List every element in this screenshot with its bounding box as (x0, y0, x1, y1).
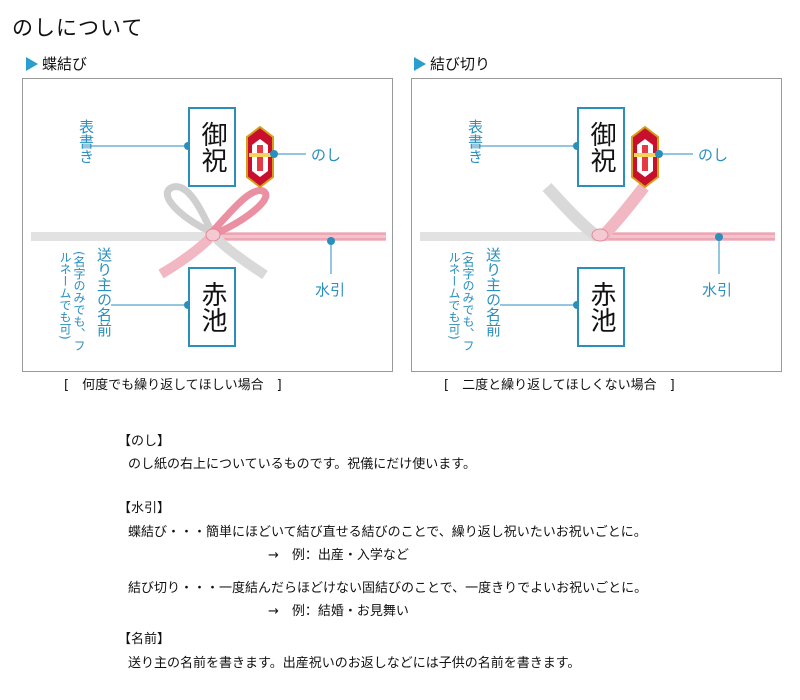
bow-loop-red (207, 187, 270, 237)
omotegaki-box: 御祝 (577, 107, 625, 187)
namae-description: 送り主の名前を書きます。出産祝いのお返しなどには子供の名前を書きます。 (128, 656, 581, 671)
kiri-example: → 例：結婚・お見舞い (268, 604, 409, 619)
triangle-bullet-icon (26, 56, 38, 71)
chou-example: → 例：出産・入学など (268, 548, 409, 563)
triangle-bullet-icon (414, 56, 426, 71)
omotegaki-label: 表書き (77, 119, 95, 164)
mizuhiki-label: 水引 (702, 281, 733, 299)
mizuhiki-white-band (31, 232, 206, 241)
caption-chou: [ 何度でも繰り返してほしい場合 ] (64, 378, 282, 393)
noshi-description: のし紙の右上についているものです。祝儀にだけ使います。 (128, 457, 477, 472)
noshi-illustration-chou (31, 125, 386, 309)
noshi-card-chou: 御祝 赤池 表書き のし 水引 送り主の名前 (名字のみでも、フルネームでも可) (22, 78, 393, 372)
section-heading-chou: 蝶結び (26, 53, 87, 74)
mizuhiki-heading: 【水引】 (118, 501, 171, 516)
noshi-ornament-icon (246, 125, 274, 189)
section-heading-kiri: 結び切り (414, 53, 490, 74)
sender-name-label: 送り主の名前 (484, 247, 502, 337)
noshi-label: のし (698, 146, 729, 164)
mizuhiki-white-band (420, 232, 600, 241)
chou-description: 蝶結び・・・簡単にほどいて結び直せる結びのことで、繰り返し祝いたいお祝いごとに。 (128, 525, 647, 540)
noshi-card-kiri: 御祝 赤池 表書き のし 水引 送り主の名前 (名字のみでも、フルネームでも可) (411, 78, 782, 372)
heading-kiri-label: 結び切り (430, 55, 491, 73)
omotegaki-box: 御祝 (188, 107, 236, 187)
sender-name-note: (名字のみでも、フルネームでも可) (447, 251, 475, 352)
knot-tail-red (597, 183, 649, 242)
noshi-illustration-kiri (420, 125, 775, 309)
name-box: 赤池 (577, 267, 625, 347)
noshi-ornament-icon (631, 125, 659, 189)
bow-loop-white (163, 183, 217, 235)
kiri-description: 結び切り・・・一度結んだらほどけない固結びのことで、一度きりでよいお祝いごとに。 (128, 581, 648, 596)
namae-heading: 【名前】 (118, 632, 171, 647)
sender-name-label: 送り主の名前 (95, 247, 113, 337)
heading-chou-label: 蝶結び (42, 55, 88, 73)
page-title: のしについて (12, 16, 144, 40)
bow-tail-white (213, 235, 268, 280)
mizuhiki-red-band (600, 232, 775, 241)
knot-tail-white (542, 182, 602, 242)
noshi-heading: 【のし】 (118, 434, 171, 449)
name-box: 赤池 (188, 267, 236, 347)
caption-kiri: [ 二度と繰り返してほしくない場合 ] (444, 378, 675, 393)
mizuhiki-red-band (206, 232, 386, 241)
bow-tail-red (158, 235, 213, 279)
sender-name-note: (名字のみでも、フルネームでも可) (58, 251, 86, 352)
omotegaki-label: 表書き (466, 119, 484, 164)
mizuhiki-label: 水引 (315, 281, 346, 299)
noshi-label: のし (311, 146, 342, 164)
